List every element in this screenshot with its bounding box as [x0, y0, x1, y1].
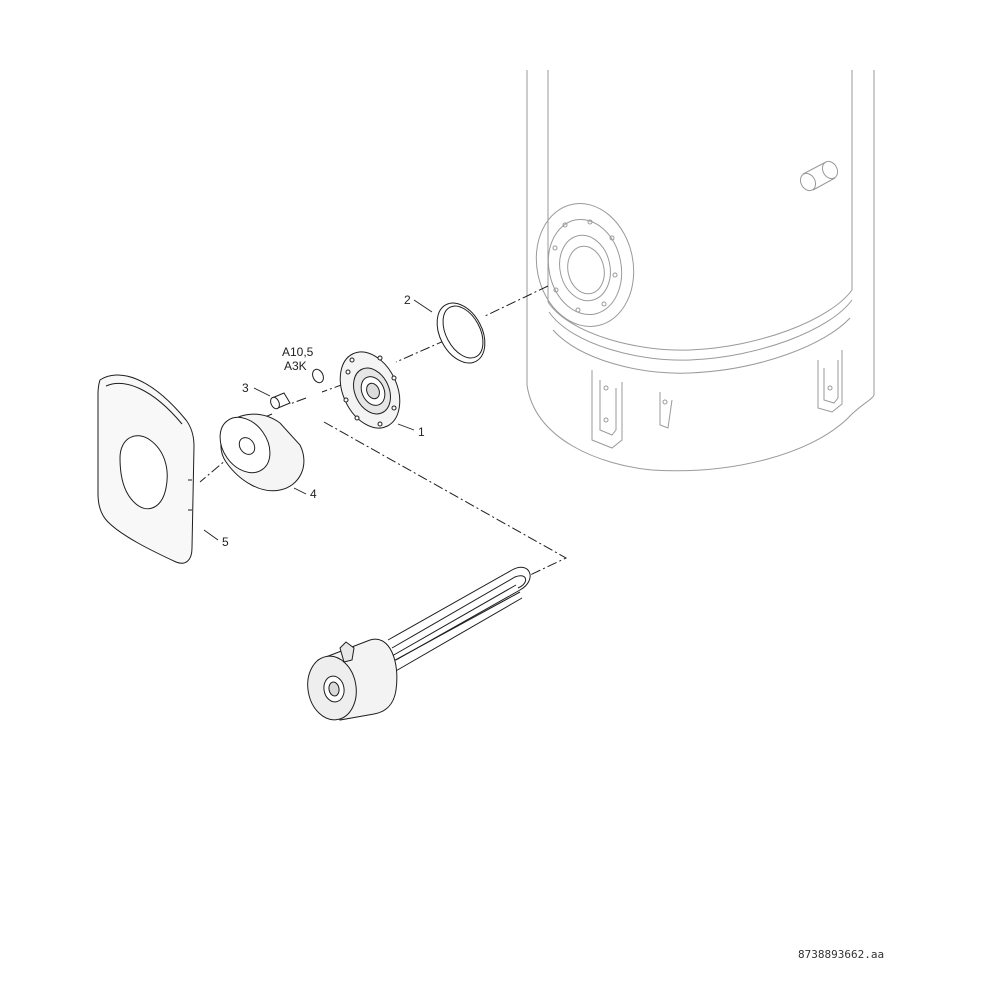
front-cover: [97, 374, 195, 564]
washer-label-line2: A3K: [284, 359, 307, 373]
callout-4: 4: [310, 487, 317, 501]
washer-label-line1: A10,5: [282, 345, 314, 359]
gasket-ring: [436, 302, 486, 364]
document-id: 8738893662.aa: [798, 948, 884, 961]
tank-feet: [591, 350, 843, 449]
leader-lines: [203, 299, 433, 541]
storage-tank: [526, 70, 875, 472]
callout-5: 5: [222, 535, 229, 549]
callout-1: 1: [418, 425, 425, 439]
callout-3: 3: [242, 381, 249, 395]
tank-opening: [535, 203, 635, 327]
washer: [312, 368, 324, 384]
tank-pipe-stub: [799, 160, 839, 192]
callout-2: 2: [404, 293, 411, 307]
electric-heating-element: [307, 567, 531, 721]
insulation-disc: [219, 413, 305, 492]
screw: [270, 392, 291, 410]
flange-plate: [339, 351, 401, 429]
